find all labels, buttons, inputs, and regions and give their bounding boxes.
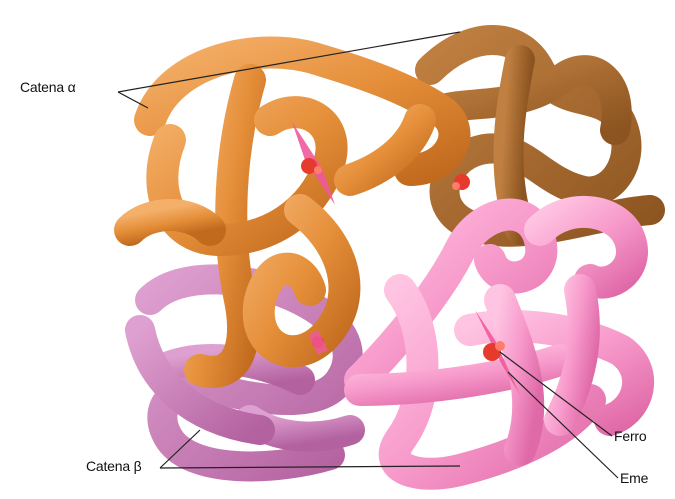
iron-label: Ferro: [614, 428, 646, 444]
beta-chain-label: Catena β: [86, 458, 142, 474]
alpha-chain-label: Catena α: [20, 79, 76, 95]
heme-label: Eme: [620, 470, 648, 486]
